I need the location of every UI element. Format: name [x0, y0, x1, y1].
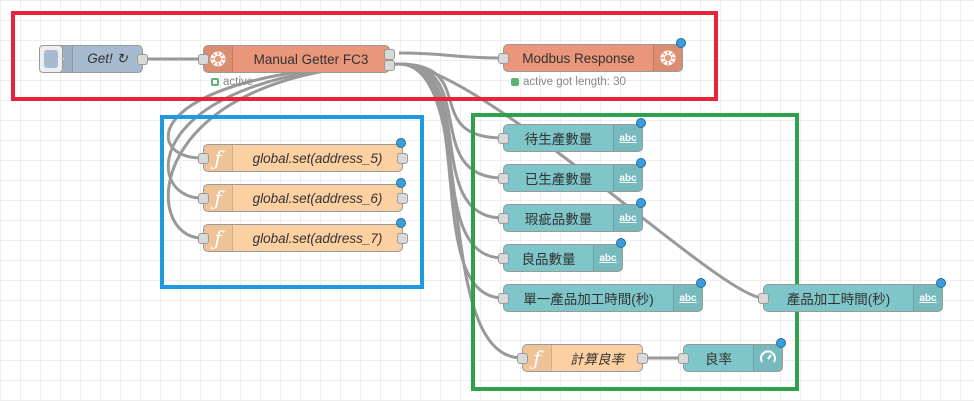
function-label: global.set(address_5)	[252, 150, 383, 166]
group-modbus	[11, 11, 718, 101]
text-node-process-time[interactable]: 產品加工時間(秒) abc	[758, 278, 946, 312]
inject-node[interactable]: Get! ↻	[39, 45, 148, 73]
function-label: 計算良率	[570, 352, 624, 367]
response-status: active got length: 30	[511, 76, 626, 88]
text-node-pending-qty[interactable]: 待生產數量 abc	[498, 118, 646, 152]
changed-indicator	[636, 158, 646, 168]
group-display	[471, 113, 799, 391]
input-port[interactable]	[498, 133, 509, 144]
gauge-node-yield[interactable]: 良率	[678, 338, 786, 372]
changed-indicator	[616, 238, 626, 248]
output-port-1[interactable]	[384, 49, 395, 60]
text-node-label: 待生產數量	[524, 132, 593, 147]
text-node-label: 良品數量	[521, 252, 576, 267]
input-port[interactable]	[198, 54, 209, 65]
changed-indicator	[696, 278, 706, 288]
text-node-label: 單一產品加工時間(秒)	[523, 292, 654, 307]
modbus-icon	[204, 46, 233, 72]
modbus-response-node[interactable]: Modbus Response	[498, 38, 686, 72]
output-port[interactable]	[397, 193, 408, 204]
abc-icon: abc	[613, 205, 642, 231]
abc-icon: abc	[673, 285, 702, 311]
getter-label: Manual Getter FC3	[253, 51, 369, 67]
changed-indicator	[396, 218, 406, 228]
abc-icon: abc	[613, 125, 642, 151]
input-port[interactable]	[498, 213, 509, 224]
input-port[interactable]	[498, 173, 509, 184]
gauge-label: 良率	[705, 352, 732, 367]
text-node-label: 瑕疵品數量	[524, 212, 593, 227]
modbus-icon	[653, 45, 682, 71]
output-port[interactable]	[397, 153, 408, 164]
input-port[interactable]	[198, 153, 209, 164]
gauge-icon	[753, 345, 782, 371]
function-label: global.set(address_6)	[252, 190, 383, 206]
text-node-unit-process-time[interactable]: 單一產品加工時間(秒) abc	[498, 278, 706, 312]
output-port[interactable]	[637, 353, 648, 364]
abc-icon: abc	[593, 245, 622, 271]
input-port[interactable]	[758, 293, 769, 304]
input-port[interactable]	[198, 193, 209, 204]
output-port-2[interactable]	[384, 60, 395, 71]
input-port[interactable]	[498, 293, 509, 304]
abc-icon: abc	[913, 285, 942, 311]
output-port[interactable]	[137, 54, 148, 65]
text-node-defect-qty[interactable]: 瑕疵品數量 abc	[498, 198, 646, 232]
input-port[interactable]	[678, 353, 689, 364]
abc-icon: abc	[613, 165, 642, 191]
modbus-getter-node[interactable]: Manual Getter FC3	[198, 45, 395, 73]
changed-indicator	[396, 138, 406, 148]
function-node-address-7[interactable]: ƒ global.set(address_7)	[198, 218, 408, 252]
getter-status-text: active	[223, 76, 254, 88]
function-label: global.set(address_7)	[252, 230, 383, 246]
text-node-label: 產品加工時間(秒)	[786, 292, 891, 307]
response-status-text: active got length: 30	[523, 76, 626, 88]
inject-label: Get! ↻	[87, 51, 128, 66]
getter-status: active	[211, 76, 253, 88]
changed-indicator	[776, 338, 786, 348]
function-node-address-5[interactable]: ƒ global.set(address_5)	[198, 138, 408, 172]
status-ring-icon	[211, 78, 219, 86]
text-node-good-qty[interactable]: 良品數量 abc	[498, 238, 626, 272]
input-port[interactable]	[517, 353, 528, 364]
changed-indicator	[636, 198, 646, 208]
status-dot-icon	[511, 78, 519, 86]
text-node-label: 已生產數量	[524, 172, 593, 187]
function-node-calc-yield[interactable]: ƒ 計算良率	[517, 344, 648, 372]
group-global-set	[160, 115, 424, 289]
changed-indicator	[936, 278, 946, 288]
input-port[interactable]	[498, 53, 509, 64]
changed-indicator	[396, 178, 406, 188]
text-node-produced-qty[interactable]: 已生產數量 abc	[498, 158, 646, 192]
input-port[interactable]	[198, 233, 209, 244]
input-port[interactable]	[498, 253, 509, 264]
changed-indicator	[636, 118, 646, 128]
inject-button[interactable]	[39, 45, 63, 73]
function-node-address-6[interactable]: ƒ global.set(address_6)	[198, 178, 408, 212]
changed-indicator	[676, 38, 686, 48]
output-port[interactable]	[397, 233, 408, 244]
response-label: Modbus Response	[522, 50, 635, 66]
